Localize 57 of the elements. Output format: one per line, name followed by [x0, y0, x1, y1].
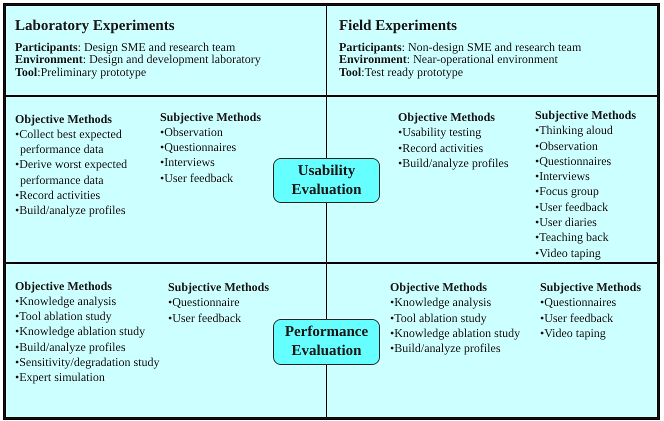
column-heading: Objective Methods	[15, 278, 113, 294]
list-item: •Sensitivity/degradation study	[15, 354, 160, 370]
list-item: •Knowledge ablation study	[390, 326, 520, 342]
section-heading: Field Experiments	[339, 18, 458, 34]
list-item: •Usability testing	[398, 125, 482, 141]
list-item: •Record activities	[398, 140, 484, 156]
list-item: •Focus group	[535, 184, 600, 200]
info-line: Participants: Non-design SME and research team	[339, 40, 582, 54]
list-item: •Build/analyze profiles	[15, 340, 127, 355]
column-heading: Objective Methods	[398, 110, 496, 126]
info-line: Tool:Preliminary prototype	[15, 66, 147, 79]
list-item: •Tool ablation study	[15, 309, 113, 324]
grid-cell	[327, 3, 660, 97]
info-line: Environment: Near-operational environment	[339, 53, 559, 66]
list-item: •Video taping	[535, 246, 602, 261]
column-heading: Subjective Methods	[168, 280, 269, 296]
info-line: Participants: Design SME and research team	[15, 40, 236, 54]
list-item: •Record activities	[15, 188, 102, 204]
info-line: Environment: Design and development laboratory	[15, 53, 261, 66]
list-item: •Derive worst expected performance data	[15, 157, 128, 188]
list-item: •Collect best expected performance data	[15, 126, 123, 158]
list-item: •Knowledge ablation study	[15, 324, 146, 340]
box-label: Usability Evaluation	[290, 162, 363, 200]
column-heading: Objective Methods	[390, 280, 488, 296]
list-item: •Thinking aloud	[535, 123, 614, 139]
grid-cell	[3, 3, 327, 97]
list-item: •Observation	[535, 138, 599, 154]
list-item: •User feedback	[540, 310, 614, 326]
column-heading: Subjective Methods	[160, 110, 261, 125]
list-item: •Observation	[160, 124, 224, 140]
list-item: •Questionnaires	[535, 154, 612, 170]
column-heading: Objective Methods	[15, 112, 113, 127]
list-item: •Video taping	[540, 326, 607, 342]
list-item: •Build/analyze profiles	[15, 203, 127, 219]
list-item: •User feedback	[168, 310, 242, 326]
list-item: •User diaries	[535, 215, 598, 230]
box-label: Performance Evaluation	[284, 323, 370, 361]
list-item: •Expert simulation	[15, 370, 106, 386]
list-item: •Build/analyze profiles	[398, 156, 509, 172]
list-item: •Questionnaires	[540, 295, 618, 311]
list-item: •Questionnaires	[160, 140, 238, 156]
evaluation-box	[273, 319, 380, 365]
evaluation-box	[273, 158, 380, 203]
column-heading: Subjective Methods	[540, 280, 641, 296]
list-item: •Interviews	[160, 155, 216, 171]
list-item: •User feedback	[535, 200, 610, 216]
info-line: Tool:Test ready prototype	[339, 66, 464, 79]
section-heading: Laboratory Experiments	[15, 18, 176, 34]
list-item: •User feedback	[160, 170, 234, 186]
list-item: •Knowledge analysis	[15, 294, 118, 310]
list-item: •Build/analyze profiles	[390, 341, 502, 356]
list-item: •Teaching back	[535, 230, 610, 246]
list-item: •Knowledge analysis	[390, 295, 492, 311]
list-item: •Tool ablation study	[390, 310, 488, 326]
list-item: •Interviews	[535, 169, 591, 184]
column-heading: Subjective Methods	[535, 108, 636, 124]
list-item: •Questionnaire	[168, 295, 241, 311]
